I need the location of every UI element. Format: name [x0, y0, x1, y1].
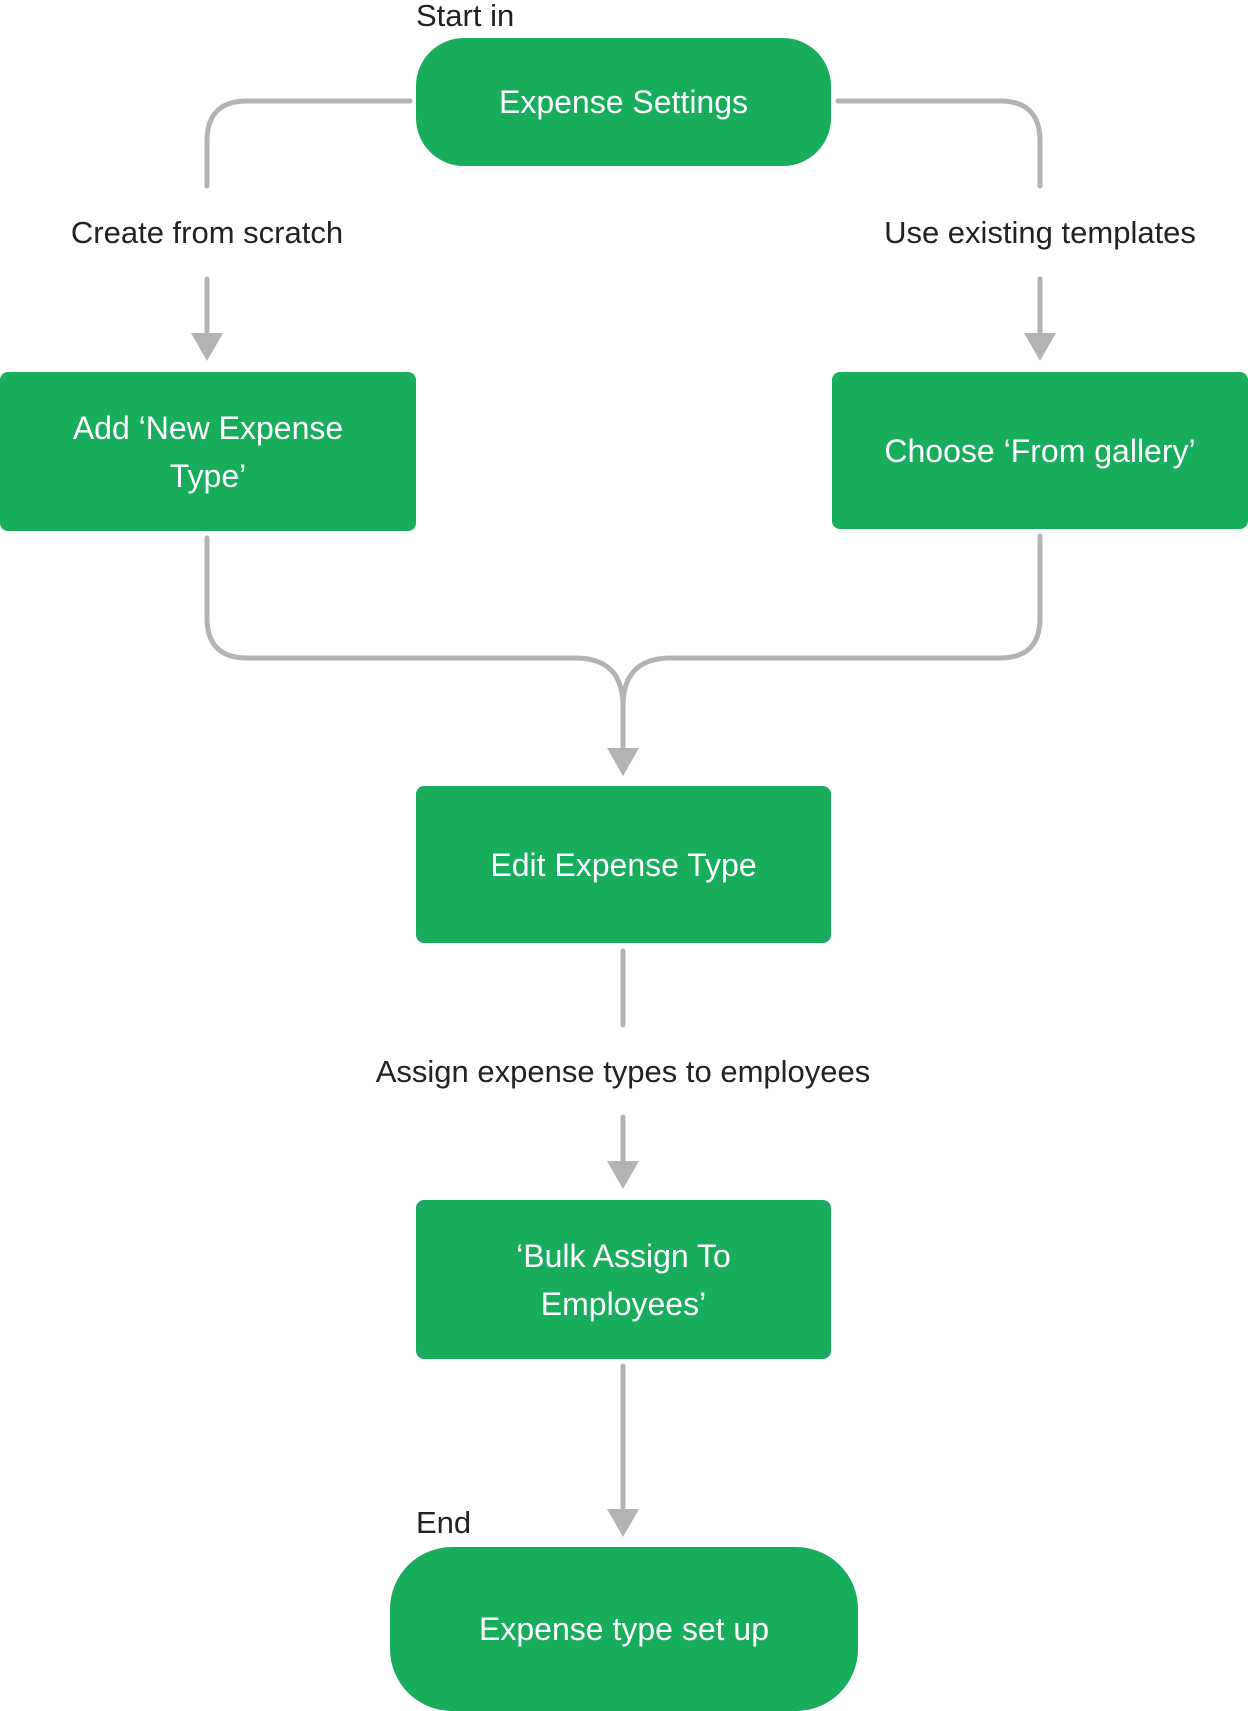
node-choose-from-gallery-text: Choose ‘From gallery’ [884, 432, 1196, 469]
end-label: End [416, 1505, 472, 1540]
connector-left-merge [204, 535, 626, 753]
node-expense-settings: Expense Settings [416, 38, 831, 166]
edge-label-use-existing-templates: Use existing templates [884, 215, 1196, 250]
start-label: Start in [416, 0, 515, 33]
arrowhead-edit [607, 748, 639, 776]
node-expense-settings-text: Expense Settings [498, 84, 749, 120]
arrowhead-end [607, 1509, 639, 1537]
node-expense-type-set-up: Expense type set up [390, 1547, 858, 1711]
node-add-new-expense-type-text: Add ‘New Expense Type’ [72, 409, 344, 494]
connector-right-merge [620, 533, 1043, 709]
node-bulk-assign: ‘Bulk Assign To Employees’ [416, 1200, 831, 1359]
edge-label-assign-expense-types: Assign expense types to employees [375, 1054, 871, 1089]
arrowhead-left [191, 333, 223, 361]
arrowhead-bulk [607, 1161, 639, 1189]
node-add-new-expense-type: Add ‘New Expense Type’ [0, 372, 416, 531]
node-bulk-assign-text: ‘Bulk Assign To Employees’ [516, 1237, 731, 1322]
connector-settings-right [835, 98, 1043, 189]
node-edit-expense-type: Edit Expense Type [416, 786, 831, 943]
arrowhead-right [1024, 333, 1056, 361]
node-choose-from-gallery: Choose ‘From gallery’ [832, 372, 1248, 529]
connector-settings-left [204, 98, 413, 189]
node-edit-expense-type-text: Edit Expense Type [490, 846, 757, 883]
edge-label-create-from-scratch: Create from scratch [70, 215, 344, 250]
node-expense-type-set-up-text: Expense type set up [479, 1611, 769, 1647]
